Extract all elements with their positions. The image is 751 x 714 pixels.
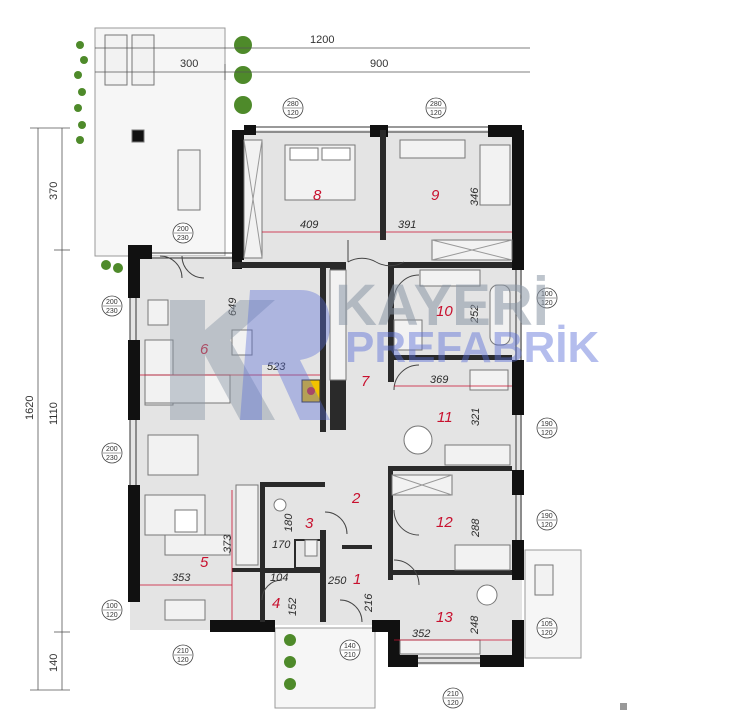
room-number-13: 13 — [436, 609, 453, 626]
svg-text:210: 210 — [344, 652, 356, 659]
room-6-width: 523 — [267, 361, 286, 373]
window-spec-w12: 190 120 — [536, 509, 558, 531]
svg-text:210: 210 — [177, 648, 189, 655]
room-4-depth: 152 — [287, 598, 299, 616]
svg-text:280: 280 — [287, 101, 299, 108]
room-number-6: 6 — [200, 341, 209, 358]
room-13-depth: 248 — [469, 615, 481, 635]
svg-text:120: 120 — [430, 110, 442, 117]
svg-text:230: 230 — [106, 308, 118, 315]
window-spec-dining: 200 230 — [101, 442, 123, 464]
svg-text:200: 200 — [106, 446, 118, 453]
svg-text:120: 120 — [447, 700, 459, 707]
dim-left-total: 1620 — [24, 396, 36, 420]
room-11-depth: 321 — [470, 408, 482, 426]
room-9-width: 391 — [398, 219, 416, 231]
room-number-8: 8 — [313, 187, 322, 204]
dim-left-lower: 140 — [48, 654, 60, 672]
window-spec-w10: 100 120 — [536, 287, 558, 309]
window-spec-entrance: 140 210 — [339, 639, 361, 661]
room-12-depth: 288 — [470, 518, 482, 538]
plants — [74, 36, 296, 690]
furniture — [104, 34, 554, 655]
door-swings — [159, 240, 420, 623]
window-spec-w9: 280 120 — [425, 97, 447, 119]
svg-text:PREFABRİK: PREFABRİK — [345, 323, 599, 372]
room-number-11: 11 — [437, 409, 453, 426]
room-number-1: 1 — [353, 571, 361, 588]
watermark-logo: KAYERİ PREFABRİK — [170, 273, 599, 420]
dim-top-total: 1200 — [310, 34, 334, 46]
room-4-width: 104 — [270, 572, 288, 584]
svg-text:200: 200 — [106, 299, 118, 306]
svg-text:KAYERİ: KAYERİ — [335, 273, 549, 338]
svg-text:120: 120 — [541, 300, 553, 307]
svg-text:230: 230 — [177, 235, 189, 242]
bed-room-9 — [479, 144, 511, 206]
svg-text:210: 210 — [447, 691, 459, 698]
dim-top-right: 900 — [370, 58, 388, 70]
svg-text:100: 100 — [106, 603, 118, 610]
svg-text:190: 190 — [541, 421, 553, 428]
room-number-9: 9 — [431, 187, 440, 204]
room-number-3: 3 — [305, 515, 314, 532]
dim-left-middle: 1110 — [48, 402, 60, 425]
svg-text:190: 190 — [541, 513, 553, 520]
dining-table — [147, 434, 199, 476]
corner-marker — [620, 703, 627, 710]
svg-text:120: 120 — [541, 630, 553, 637]
window-spec-w5: 100 120 — [101, 599, 123, 621]
svg-text:120: 120 — [541, 522, 553, 529]
svg-text:120: 120 — [287, 110, 299, 117]
room-1-width: 250 — [327, 575, 347, 587]
svg-text:120: 120 — [177, 657, 189, 664]
room-number-4: 4 — [272, 595, 280, 612]
room-5-depth: 373 — [222, 534, 234, 553]
room-number-2: 2 — [351, 490, 361, 507]
room-3-depth: 180 — [283, 513, 295, 532]
room-number-7: 7 — [361, 373, 370, 390]
dim-left-upper: 370 — [48, 182, 60, 200]
window-spec-w13-side: 105 120 — [536, 617, 558, 639]
dim-top-left: 300 — [180, 58, 198, 70]
room-13-width: 352 — [412, 628, 430, 640]
svg-text:120: 120 — [106, 612, 118, 619]
room-number-12: 12 — [436, 514, 453, 531]
exterior-walls — [128, 125, 524, 667]
window-spec-w8: 280 120 — [282, 97, 304, 119]
svg-text:140: 140 — [344, 643, 356, 650]
svg-text:280: 280 — [430, 101, 442, 108]
window-spec-terrace: 200 230 — [172, 222, 194, 244]
window-spec-w13-bottom: 210 120 — [442, 687, 464, 709]
bathtub — [489, 284, 511, 346]
svg-text:105: 105 — [541, 621, 553, 628]
room-1-depth: 216 — [363, 593, 375, 613]
svg-text:200: 200 — [177, 226, 189, 233]
room-number-10: 10 — [436, 303, 453, 320]
room-8-width: 409 — [300, 219, 318, 231]
window-specs: 280 120 280 120 200 230 200 230 200 230 — [101, 97, 558, 709]
svg-text:120: 120 — [541, 430, 553, 437]
room-10-depth: 252 — [469, 305, 481, 324]
room-number-5: 5 — [200, 554, 209, 571]
window-lines — [129, 126, 522, 664]
room-3-width: 170 — [272, 539, 291, 551]
svg-text:100: 100 — [541, 291, 553, 298]
fireplace-flame-icon — [307, 387, 315, 395]
window-spec-w6: 200 230 — [101, 295, 123, 317]
room-6-depth: 649 — [227, 298, 239, 316]
dimension-lines — [30, 47, 530, 691]
window-spec-w5-bottom: 210 120 — [172, 644, 194, 666]
room-9-depth: 346 — [469, 187, 481, 206]
window-spec-w11: 190 120 — [536, 417, 558, 439]
svg-text:230: 230 — [106, 455, 118, 462]
room-11-width: 369 — [430, 374, 448, 386]
room-5-width: 353 — [172, 572, 191, 584]
